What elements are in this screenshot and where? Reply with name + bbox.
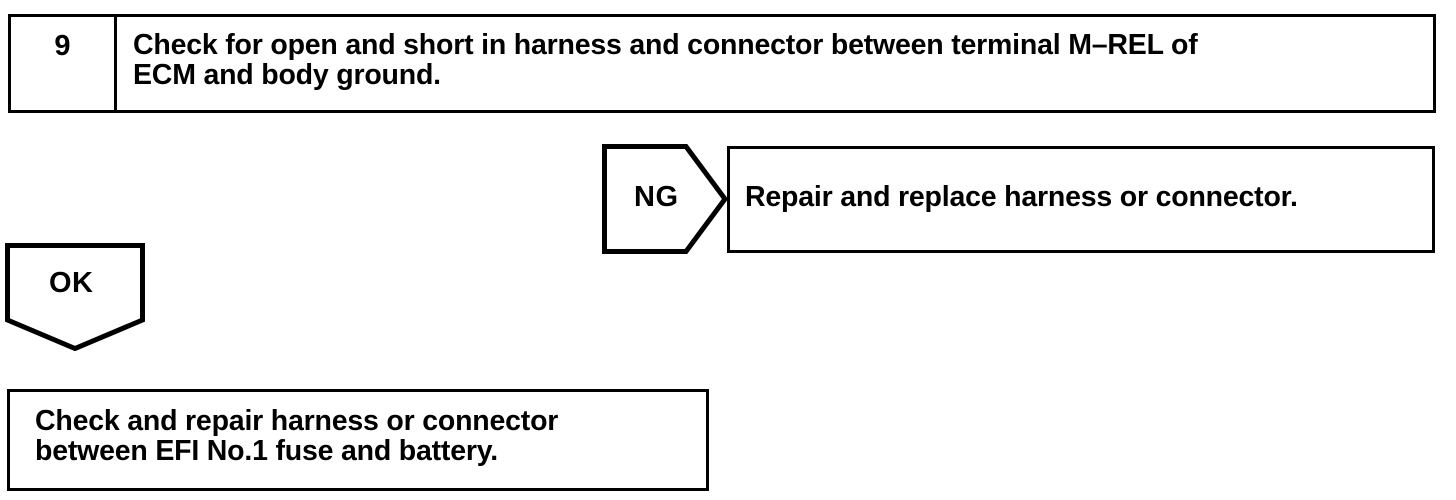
step-number-cell: 9 — [11, 17, 117, 110]
step-box: 9 Check for open and short in harness an… — [8, 14, 1436, 113]
step-instruction-text: Check for open and short in harness and … — [133, 29, 1198, 91]
ng-branch-arrow — [602, 144, 728, 254]
ok-branch-arrow — [5, 243, 145, 351]
ok-arrow-shape — [5, 243, 145, 351]
ok-branch-label: OK — [49, 267, 94, 299]
ng-arrow-shape — [602, 144, 728, 254]
ng-result-text: Repair and replace harness or connector. — [745, 181, 1298, 213]
ng-branch-label: NG — [634, 181, 679, 213]
ok-result-box: Check and repair harness or connector be… — [7, 389, 709, 491]
ng-result-box: Repair and replace harness or connector. — [727, 146, 1435, 253]
ok-result-text: Check and repair harness or connector be… — [35, 405, 559, 467]
step-number: 9 — [54, 30, 71, 62]
